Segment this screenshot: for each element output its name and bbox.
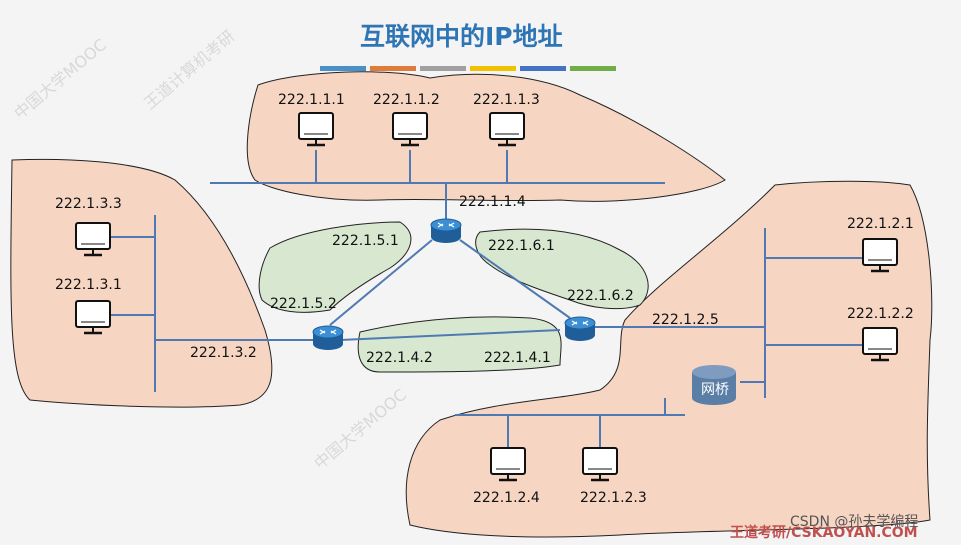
ip-label: 222.1.1.3 [473, 92, 540, 108]
title-bar-segment [320, 66, 366, 71]
link-r2-r3-region [357, 316, 562, 373]
network-left-region [10, 158, 273, 408]
title-bar-segment [370, 66, 416, 71]
link-r1-r3-region [475, 228, 649, 310]
ip-label: 222.1.4.1 [484, 350, 551, 366]
ip-label: 222.1.5.2 [270, 296, 337, 312]
footer-credit: CSDN @孙夫学编程 [790, 514, 918, 530]
network-right-region [405, 180, 933, 538]
title-bar-segment [520, 66, 566, 71]
router-icon [430, 218, 462, 244]
bridge-icon: 网桥 [692, 365, 736, 405]
ip-label: 222.1.2.2 [847, 306, 914, 322]
ip-label: 222.1.2.5 [652, 312, 719, 328]
ip-label: 222.1.1.1 [278, 92, 345, 108]
wiring [100, 150, 862, 452]
title-bar-segment [470, 66, 516, 71]
ip-label: 222.1.1.2 [373, 92, 440, 108]
ip-label: 222.1.3.2 [190, 345, 257, 361]
ip-label: 222.1.2.1 [847, 216, 914, 232]
ip-label: 222.1.1.4 [459, 194, 526, 210]
title-bar-segment [420, 66, 466, 71]
watermark-text: 中国大学MOOC [310, 385, 410, 473]
ip-label: 222.1.2.3 [580, 490, 647, 506]
footer-brand: 王道考研/CSKAOYAN.COM [730, 524, 918, 541]
watermark-text: 王道计算机考研 [140, 27, 238, 114]
title-bar-segment [570, 66, 616, 71]
ip-label: 222.1.2.4 [473, 490, 540, 506]
network-top-region [246, 71, 726, 202]
watermark-text: 中国大学MOOC [10, 35, 110, 123]
bridge-label: 网桥 [701, 382, 729, 398]
router-icon [564, 316, 596, 342]
ip-label: 222.1.3.1 [55, 277, 122, 293]
ip-label: 222.1.6.2 [567, 288, 634, 304]
ip-label: 222.1.6.1 [488, 238, 555, 254]
ip-label: 222.1.4.2 [366, 350, 433, 366]
link-r1-r2-region [258, 221, 412, 313]
router-icon [312, 325, 344, 351]
ip-label: 222.1.5.1 [332, 233, 399, 249]
ip-label: 222.1.3.3 [55, 196, 122, 212]
title-color-bar [320, 66, 616, 71]
page-title: 互联网中的IP地址 [360, 22, 563, 51]
